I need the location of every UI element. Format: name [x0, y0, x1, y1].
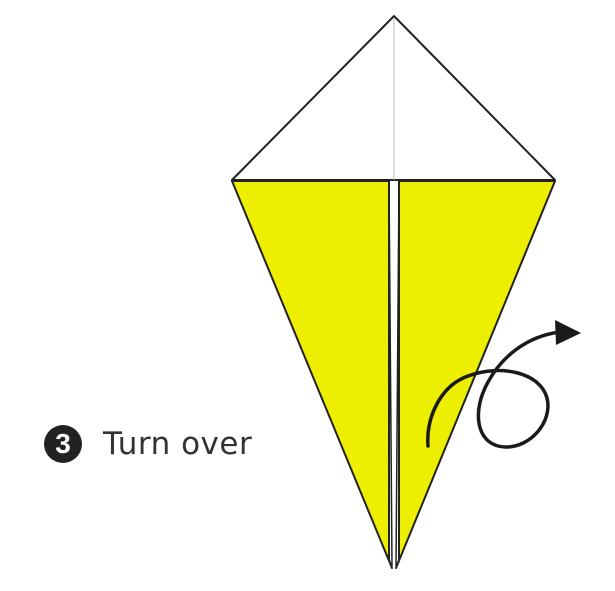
step-number-badge: 3 [44, 425, 82, 463]
turn-over-arrow-icon [426, 320, 581, 449]
right-fold-edge [395, 180, 400, 567]
step-instruction: Turn over [103, 426, 253, 462]
left-yellow-flap [231, 180, 393, 569]
step-label: 3 Turn over [44, 424, 252, 464]
left-fold-edge [388, 180, 393, 567]
